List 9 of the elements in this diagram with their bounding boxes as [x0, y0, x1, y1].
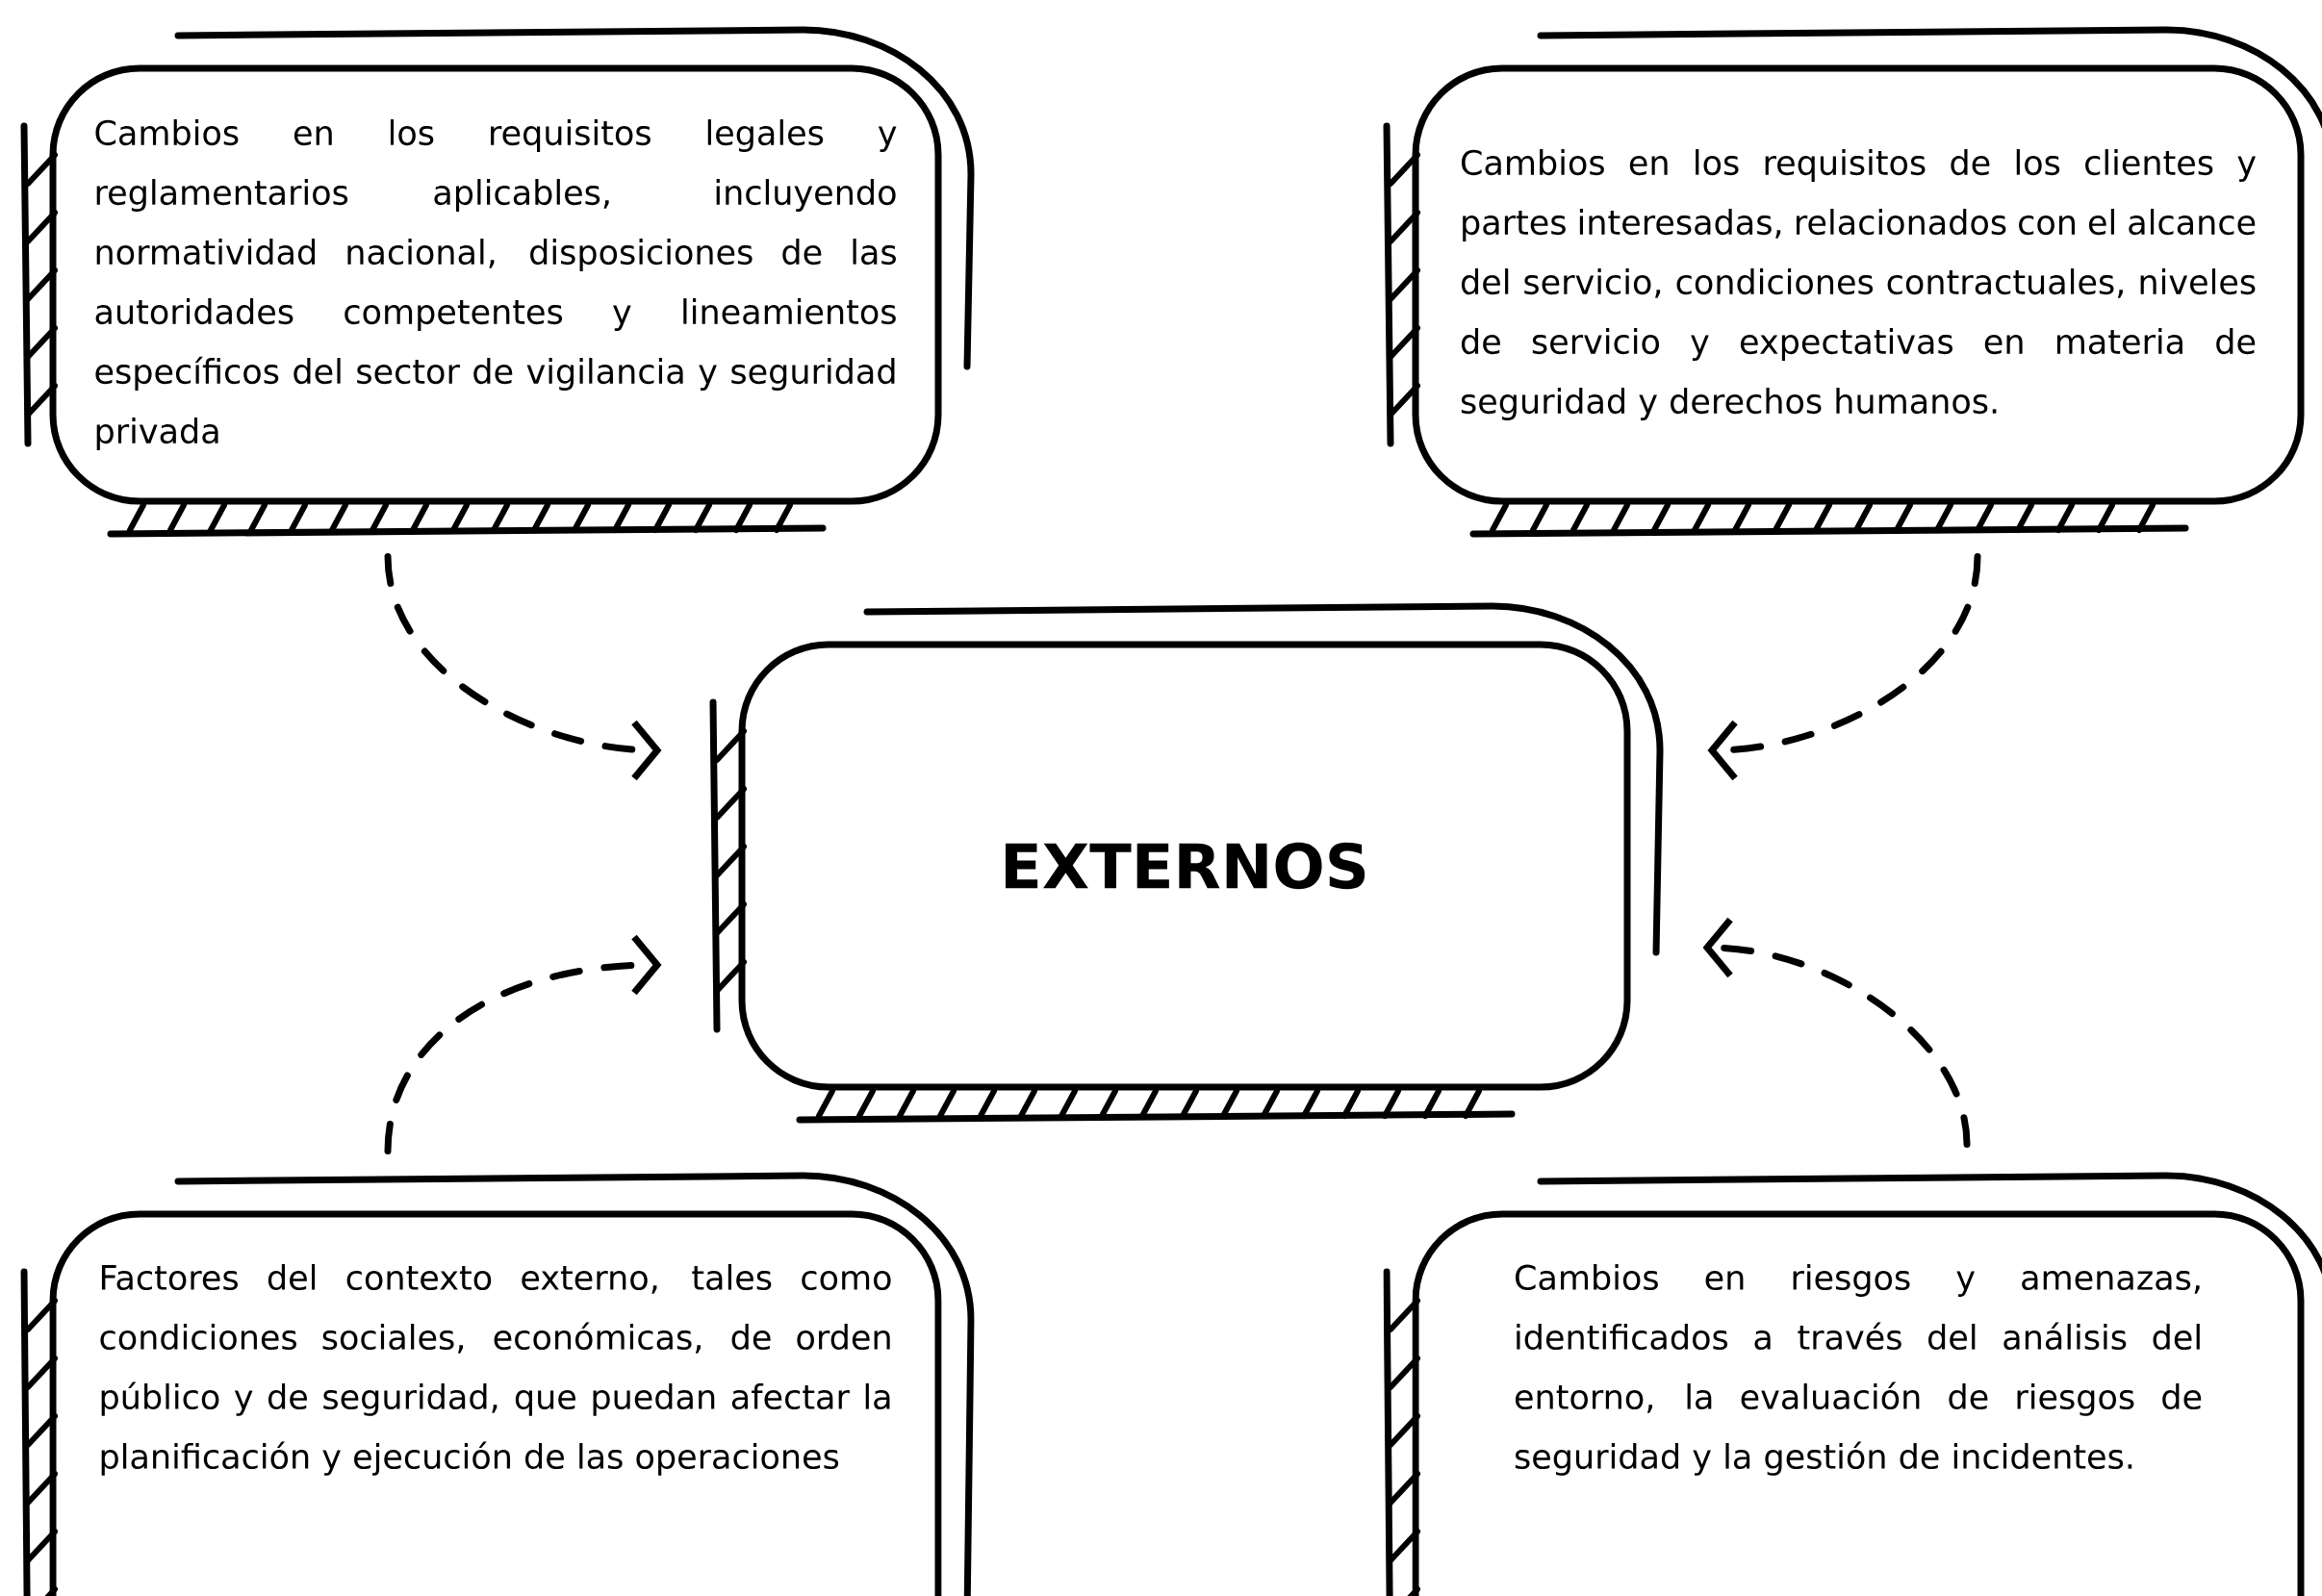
sketch-box: Cambios en los requisitos de los clientes y partes interesadas, relacionados con el alcance del servicio, condiciones contractuales, niveles de servicio y expectativas en materia de seguridad y derechos humanos.	[1383, 26, 2322, 538]
arrow	[384, 553, 662, 781]
sketch-box: Cambios en los requisitos legales y reglamentarios aplicables, incluyendo normatividad nacional, disposiciones de las autoridades competentes y lineamientos específicos del sector de vigilancia y seguridad privada	[20, 26, 975, 538]
sketch-box: Cambios en riesgos y amenazas, identificados a través del análisis del entorno, la evaluación de riesgos de seguridad y la gestión de incidentes.	[1383, 1172, 2322, 1596]
sketch-box: EXTERNOS	[709, 602, 1664, 1124]
arrow	[1702, 917, 1971, 1148]
arrow	[1707, 553, 1981, 781]
arrow	[384, 934, 662, 1154]
sketch-box: Factores del contexto externo, tales como condiciones sociales, económicas, de orden público y de seguridad, que puedan afectar la planificación y ejecución de las operaciones	[20, 1172, 975, 1596]
